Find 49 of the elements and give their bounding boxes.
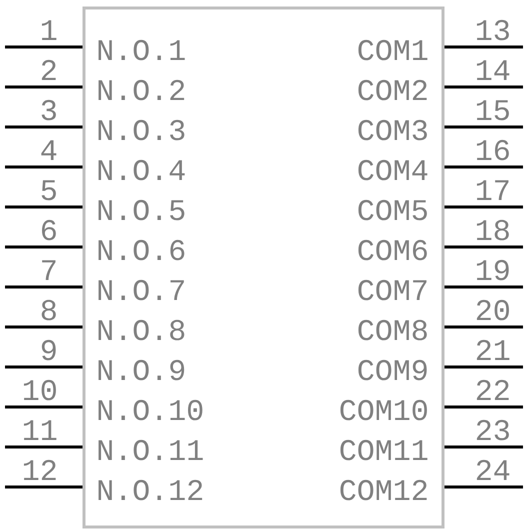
pin-number: 15 (476, 100, 509, 120)
pin-number: 19 (476, 260, 509, 280)
pin-number: 23 (476, 420, 509, 440)
pin-number: 7 (42, 260, 56, 280)
pin-number: 14 (476, 60, 510, 80)
pin-number: 24 (476, 460, 510, 480)
pin-number: 5 (42, 180, 56, 200)
pin-number: 4 (41, 140, 56, 160)
pin-name: N.O.6 (98, 240, 184, 260)
pin-name: COM6 (358, 240, 427, 260)
pin-name: COM8 (358, 320, 427, 340)
pin-name: COM1 (358, 40, 428, 60)
pin-number: 10 (24, 380, 56, 400)
pin-name: N.O.1 (98, 40, 185, 60)
pin-name: COM3 (358, 120, 427, 140)
pin-name: COM11 (340, 440, 428, 460)
pin-number: 8 (42, 300, 56, 320)
pin-name: N.O.5 (98, 200, 184, 220)
pin-number: 16 (476, 140, 509, 160)
component-body (82, 6, 444, 528)
pin-number: 2 (42, 60, 56, 80)
pin-name: COM7 (358, 280, 426, 300)
pin-number: 11 (24, 420, 56, 440)
pin-number: 3 (42, 100, 56, 120)
pin-number: 13 (476, 20, 509, 40)
pin-name: COM5 (358, 200, 427, 220)
pin-name: COM4 (358, 160, 428, 180)
pin-name: N.O.3 (98, 120, 184, 140)
pin-name: COM10 (340, 400, 427, 420)
pin-name: N.O.4 (98, 160, 185, 180)
pin-name: COM9 (358, 360, 427, 380)
pin-number: 9 (42, 340, 56, 360)
pin-number: 21 (476, 340, 510, 360)
pin-name: N.O.2 (98, 80, 184, 100)
pin-number: 17 (476, 180, 508, 200)
pin-number: 6 (42, 220, 56, 240)
pin-name: N.O.12 (98, 480, 202, 500)
pin-name: COM12 (340, 480, 427, 500)
pin-number: 12 (24, 460, 56, 480)
pin-number: 22 (476, 380, 509, 400)
pin-number: 20 (476, 300, 509, 320)
pin-number: 18 (476, 220, 509, 240)
pin-name: N.O.7 (98, 280, 184, 300)
pin-name: N.O.9 (98, 360, 184, 380)
pin-name: N.O.11 (98, 440, 203, 460)
pin-number: 1 (42, 20, 56, 40)
pin-name: COM2 (358, 80, 427, 100)
pin-name: N.O.10 (98, 400, 202, 420)
pin-name: N.O.8 (98, 320, 184, 340)
